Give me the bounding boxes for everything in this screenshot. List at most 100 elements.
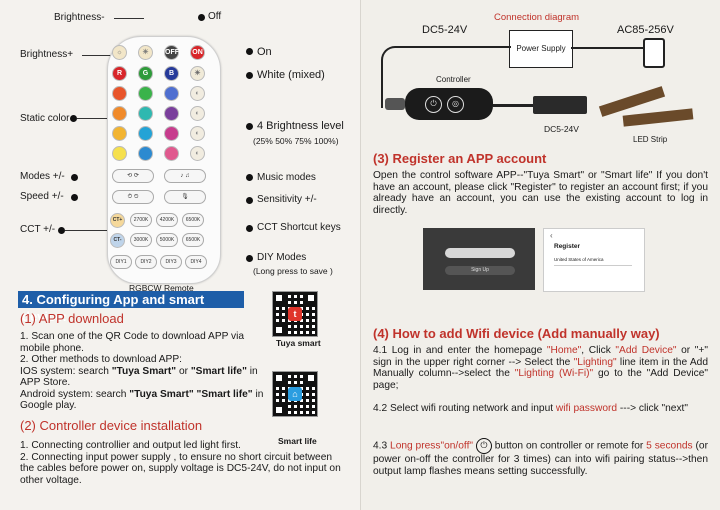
- leader-line: [82, 55, 112, 56]
- label-cct: CCT +/-: [20, 224, 56, 235]
- color-button[interactable]: [164, 126, 179, 141]
- installation-step1: 1. Connecting controllier and output led…: [20, 440, 241, 451]
- app-register-screenshot: ‹ Register United States of America: [543, 228, 645, 292]
- mode-icon: ◎: [447, 96, 464, 113]
- cct-shortcut-button[interactable]: 6500K: [182, 213, 204, 227]
- brightness-up-button[interactable]: ☀: [138, 45, 153, 60]
- dc-output-label: DC5-24V: [544, 124, 579, 134]
- label-music-modes: Music modes: [257, 172, 316, 183]
- register-screen-country: United States of America: [554, 257, 604, 262]
- music-modes-button[interactable]: ♪ ♫: [164, 169, 206, 183]
- brightness-level-button[interactable]: ◐: [190, 106, 205, 121]
- color-button[interactable]: [138, 106, 153, 121]
- color-button[interactable]: [164, 146, 179, 161]
- leader-line: [114, 18, 144, 19]
- leader-line: [77, 118, 111, 119]
- leader-line: [65, 230, 111, 231]
- green-button[interactable]: G: [138, 66, 153, 81]
- remote-caption: RGBCW Remote: [129, 283, 194, 293]
- diy4-button[interactable]: DIY4: [185, 255, 207, 269]
- controller-label: Controller: [436, 75, 471, 84]
- cct-shortcut-button[interactable]: 2700K: [130, 213, 152, 227]
- callout-dot: [246, 174, 253, 181]
- back-icon[interactable]: ‹: [550, 231, 553, 240]
- color-button[interactable]: [138, 146, 153, 161]
- dc-input-label: DC5-24V: [422, 24, 468, 36]
- smart-life-qr-code[interactable]: ⌂: [272, 371, 318, 417]
- color-button[interactable]: [112, 86, 127, 101]
- callout-dot: [246, 48, 253, 55]
- color-button[interactable]: [164, 106, 179, 121]
- cct-shortcut-button[interactable]: 4200K: [156, 213, 178, 227]
- white-button[interactable]: ☀: [190, 66, 205, 81]
- blue-button[interactable]: B: [164, 66, 179, 81]
- color-button[interactable]: [112, 146, 127, 161]
- brightness-level-button[interactable]: ◐: [190, 86, 205, 101]
- tuya-smart-qr-code[interactable]: t: [272, 291, 318, 337]
- color-button[interactable]: [138, 126, 153, 141]
- ios-instructions: IOS system: search "Tuya Smart" or "Smar…: [20, 365, 258, 389]
- cct-minus-button[interactable]: CT-: [110, 233, 125, 248]
- cct-shortcut-button[interactable]: 6500K: [182, 233, 204, 247]
- brightness-level-button[interactable]: ◐: [190, 146, 205, 161]
- app-download-text: 1. Scan one of the QR Code to download A…: [20, 331, 266, 412]
- callout-dot: [246, 225, 253, 232]
- power-button-icon: ⏻: [475, 438, 492, 454]
- label-diy-modes: DIY Modes: [257, 252, 307, 263]
- callout-dot: [71, 194, 78, 201]
- label-on: On: [257, 46, 272, 58]
- installation-step2: 2. Connecting input power supply , to en…: [20, 451, 341, 486]
- red-button[interactable]: R: [112, 66, 127, 81]
- label-brightness-level: 4 Brightness level: [257, 120, 344, 132]
- cct-plus-button[interactable]: CT+: [110, 213, 125, 228]
- output-wire: [493, 104, 533, 107]
- label-off: Off: [208, 11, 222, 22]
- register-heading: (3) Register an APP account: [373, 151, 547, 166]
- right-page: Connection diagram DC5-24V AC85-256V Pow…: [360, 0, 720, 510]
- brightness-down-button[interactable]: ☼: [112, 45, 127, 60]
- ac-wire: [571, 47, 645, 49]
- label-brightness-plus: Brightness+: [20, 49, 74, 60]
- ac-input-label: AC85-256V: [617, 24, 674, 36]
- diy1-button[interactable]: DIY1: [110, 255, 132, 269]
- app-login-screenshot: Sign Up: [423, 228, 535, 290]
- android-instructions: Android system: search "Tuya Smart" "Sma…: [20, 388, 264, 412]
- dc-plug-icon: [385, 98, 405, 110]
- brightness-level-button[interactable]: ◐: [190, 126, 205, 141]
- callout-dot: [70, 115, 77, 122]
- wifi-heading: (4) How to add Wifi device (Add manually…: [373, 326, 660, 341]
- register-screen-title: Register: [554, 243, 581, 250]
- remote-control: ☼ ☀ OFF ON R G B ☀ ◐ ◐ ◐ ◐ ⟲ ⟳ ♪ ♫ ⏱ ⏲ 🎙…: [107, 36, 221, 284]
- controller-device: ⏻ ◎: [405, 88, 493, 120]
- color-button[interactable]: [138, 86, 153, 101]
- section-title-bar: 4. Configuring App and smart device:: [18, 291, 244, 324]
- app-download-heading: (1) APP download: [20, 311, 124, 326]
- callout-dot: [246, 123, 253, 130]
- modes-button[interactable]: ⟲ ⟳: [112, 169, 154, 183]
- off-button[interactable]: OFF: [164, 45, 179, 60]
- on-button[interactable]: ON: [190, 45, 205, 60]
- app-download-step2: 2. Other methods to download APP:: [20, 354, 182, 365]
- callout-dot: [246, 72, 253, 79]
- diy3-button[interactable]: DIY3: [160, 255, 182, 269]
- callout-dot: [198, 14, 205, 21]
- label-brightness-minus: Brightness-: [54, 12, 105, 23]
- sign-up-button[interactable]: Sign Up: [445, 266, 515, 275]
- wifi-step2: 4.2 Select wifi routing network and inpu…: [373, 403, 688, 414]
- wifi-step1: 4.1 Log in and enter the homepage "Home"…: [373, 345, 708, 391]
- sensitivity-button[interactable]: 🎙: [164, 190, 206, 204]
- cct-shortcut-button[interactable]: 5000K: [156, 233, 178, 247]
- dc-wire: [381, 46, 511, 108]
- cct-shortcut-button[interactable]: 3000K: [130, 233, 152, 247]
- connector-block: [533, 96, 587, 114]
- color-button[interactable]: [164, 86, 179, 101]
- led-strip: [622, 108, 694, 127]
- speed-button[interactable]: ⏱ ⏲: [112, 190, 154, 204]
- callout-dot: [58, 227, 65, 234]
- diy2-button[interactable]: DIY2: [135, 255, 157, 269]
- color-button[interactable]: [112, 106, 127, 121]
- tuya-smart-qr-label: Tuya smart: [276, 338, 321, 348]
- smart-life-logo-icon: ⌂: [288, 387, 302, 401]
- color-button[interactable]: [112, 126, 127, 141]
- label-diy-note: (Long press to save ): [253, 266, 333, 276]
